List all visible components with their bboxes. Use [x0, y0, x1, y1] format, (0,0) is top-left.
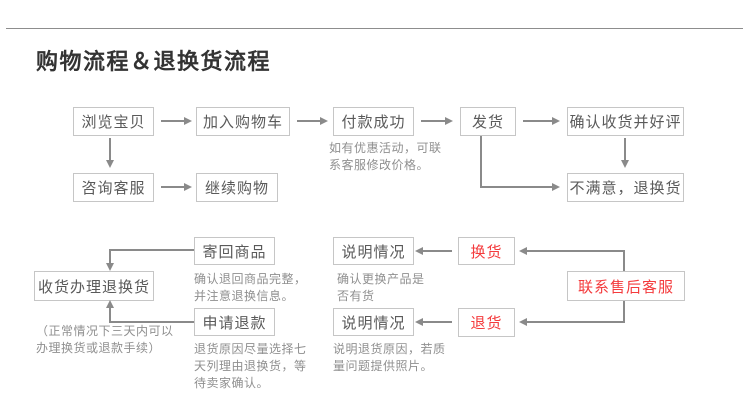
node-return-goods: 退货 [458, 308, 515, 337]
arrow-pay-to-ship-line [421, 120, 445, 122]
node-browse: 浏览宝贝 [73, 107, 154, 136]
arrow-exchange-to-explain-head-icon [415, 247, 423, 255]
node-unsatisfied: 不满意，退换货 [567, 173, 684, 202]
arrow-ship-to-unsatisfied-head-icon [552, 183, 560, 191]
arrow-ship-to-confirm-head-icon [552, 117, 560, 125]
node-explain-return: 说明情况 [333, 308, 414, 336]
note-pay: 如有优惠活动，可联系客服修改价格。 [329, 141, 442, 172]
node-add-cart: 加入购物车 [196, 107, 290, 136]
arrow-contact-to-return-vline [623, 301, 625, 323]
arrow-sendback-to-receive-head-icon [106, 263, 114, 271]
arrow-ship-to-unsatisfied-hline [480, 186, 552, 188]
arrow-contact-to-return-head-icon [519, 318, 527, 326]
arrow-refund-to-receive-head-icon [106, 300, 114, 308]
node-ship: 发货 [460, 107, 516, 136]
top-divider-line [6, 28, 743, 29]
note-return: 说明退货原因，若质量问题提供照片。 [333, 342, 446, 373]
arrow-addcart-to-pay-head-icon [320, 117, 328, 125]
arrow-return-to-explain-head-icon [415, 318, 423, 326]
node-exchange: 换货 [458, 237, 515, 265]
node-explain-exchange: 说明情况 [333, 237, 414, 265]
arrow-ship-to-unsatisfied-vline [480, 136, 482, 188]
arrow-confirm-to-unsatisfied-line [624, 138, 626, 160]
arrow-pay-to-ship-head-icon [445, 117, 453, 125]
node-contact-after-sale: 联系售后客服 [567, 271, 685, 301]
arrow-contact-to-exchange-head-icon [519, 247, 527, 255]
arrow-return-to-explain-line [423, 321, 452, 323]
arrow-confirm-to-unsatisfied-head-icon [621, 160, 629, 168]
arrow-contact-to-exchange-hline [527, 250, 625, 252]
arrow-sendback-to-receive-hline [109, 249, 194, 251]
node-pay: 付款成功 [333, 107, 414, 136]
arrow-addcart-to-pay-line [297, 120, 320, 122]
node-receive-handle: 收货办理退换货 [34, 271, 154, 301]
arrow-refund-to-receive-vline [109, 308, 111, 323]
node-apply-refund: 申请退款 [194, 308, 275, 336]
arrow-browse-to-addcart-head-icon [184, 117, 192, 125]
arrow-consult-to-continue-head-icon [184, 183, 192, 191]
arrow-contact-to-return-hline [527, 321, 625, 323]
node-confirm-receipt: 确认收货并好评 [567, 107, 684, 136]
arrow-exchange-to-explain-line [423, 250, 452, 252]
note-exchange: 确认更换产品是否有货 [337, 272, 425, 303]
note-left-parenthetical: （正常情况下三天内可以办理换货或退款手续） [36, 324, 174, 355]
node-consult-service: 咨询客服 [73, 173, 154, 202]
arrow-consult-to-continue-line [161, 186, 184, 188]
arrow-browse-to-addcart-line [161, 120, 184, 122]
note-refund: 退货原因尽量选择七天列理由退换货，等待卖家确认。 [194, 342, 307, 390]
arrow-refund-to-receive-hline [109, 321, 194, 323]
node-continue-shopping: 继续购物 [196, 173, 278, 202]
node-send-back: 寄回商品 [194, 237, 275, 265]
arrow-contact-to-exchange-vline [623, 250, 625, 271]
arrow-browse-to-consult-line [109, 138, 111, 160]
arrow-ship-to-confirm-line [523, 120, 552, 122]
note-send-back: 确认退回商品完整，并注意退换信息。 [194, 272, 307, 303]
page-title: 购物流程＆退换货流程 [36, 49, 272, 74]
arrow-browse-to-consult-head-icon [106, 160, 114, 168]
arrow-sendback-to-receive-vline [109, 249, 111, 264]
